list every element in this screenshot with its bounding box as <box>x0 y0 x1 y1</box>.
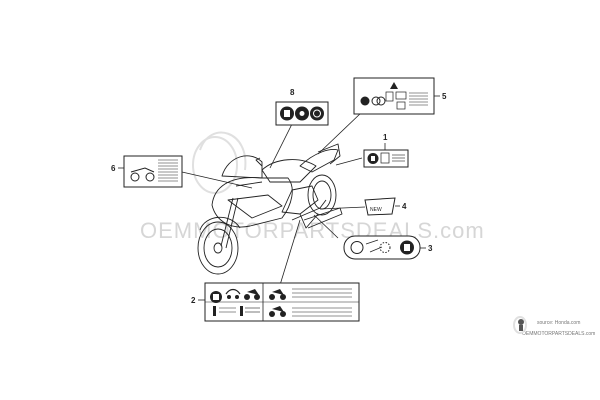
label-5 <box>353 77 435 115</box>
callout-6: 6 <box>111 164 116 173</box>
source-caption: source: Honda.com <box>537 320 581 326</box>
callout-4: 4 <box>402 202 407 211</box>
label-6 <box>123 155 183 188</box>
callout-2: 2 <box>191 296 196 305</box>
label-1 <box>363 149 409 168</box>
label-4: NEW <box>364 197 396 216</box>
watermark-text: OEMMOTORPARTSDEALS.com <box>140 218 485 243</box>
label-2 <box>204 282 360 322</box>
watermark-logo <box>192 131 527 334</box>
front-wheel <box>197 221 239 275</box>
label-8 <box>275 101 329 126</box>
source-logo-icon <box>518 319 524 331</box>
seat <box>299 149 339 173</box>
windscreen <box>221 155 263 179</box>
leader-lines <box>181 111 366 286</box>
fuel-tank <box>261 159 317 183</box>
callout-3: 3 <box>428 244 433 253</box>
callout-8: 8 <box>290 88 295 97</box>
front-fairing <box>211 177 293 228</box>
rear-wheel <box>307 174 337 216</box>
label-4-text: NEW <box>370 207 382 213</box>
callout-5: 5 <box>442 92 447 101</box>
engine <box>281 185 319 215</box>
label-3 <box>343 235 421 260</box>
source-brand: OEMMOTORPARTSDEALS.com <box>522 331 596 337</box>
callout-1: 1 <box>383 133 388 142</box>
